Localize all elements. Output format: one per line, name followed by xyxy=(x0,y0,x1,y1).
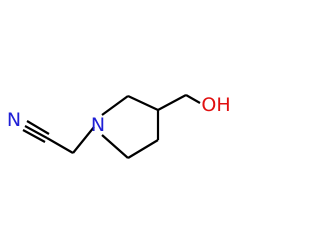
piperidine-ring xyxy=(101,95,160,159)
molecule-structure: N N OH xyxy=(7,94,231,159)
ring-nitrogen-label: N xyxy=(91,114,105,136)
bond-ch2-oh xyxy=(185,94,201,104)
nitrile-triple-bond xyxy=(22,120,50,143)
nitrile-nitrogen-label: N xyxy=(7,109,21,131)
bond-c4-ch2 xyxy=(157,94,187,111)
hydroxyl-label: OH xyxy=(201,94,230,116)
bond-ch2-nring xyxy=(72,126,95,154)
bond-cn-ch2 xyxy=(46,137,74,154)
